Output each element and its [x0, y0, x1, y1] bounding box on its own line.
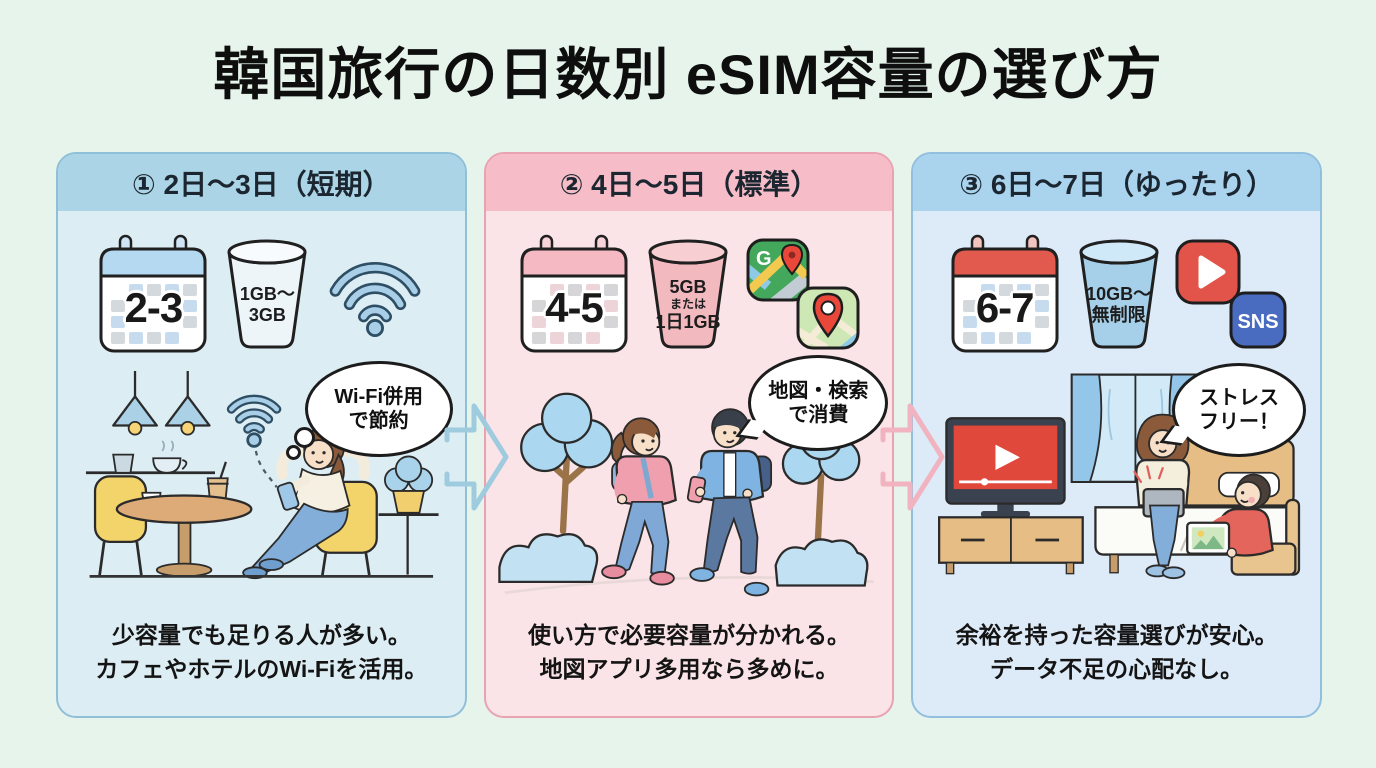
- flow-arrow-2: [880, 403, 945, 511]
- panel-short-header: ① 2日〜3日（短期）: [58, 154, 465, 211]
- speech-bubble-maps: 地図・検索 で消費: [748, 355, 889, 451]
- panel-short-icon-row: 2-3 1GB〜 3GB: [58, 211, 465, 371]
- tv-video-icon: [945, 417, 1067, 518]
- speech-bubble-stressfree: ストレス フリー！: [1172, 363, 1307, 457]
- sns-app-icon: SNS: [1229, 291, 1287, 349]
- hotel-scene: ストレス フリー！: [913, 363, 1320, 600]
- panel-short-description: 少容量でも足りる人が多い。 カフェやホテルのWi-Fiを活用。: [95, 621, 428, 683]
- walking-scene: 地図・検索 で消費: [486, 355, 893, 600]
- video-sns-icons: SNS: [1175, 239, 1287, 351]
- panels-row: ① 2日〜3日（短期） 2-3: [56, 152, 1323, 718]
- panel-relaxed-header: ③ 6日〜7日（ゆったり）: [913, 154, 1321, 211]
- calendar-6-7-icon: 6-7: [947, 234, 1063, 356]
- panel-relaxed-trip: ③ 6日〜7日（ゆったり） 6-7: [911, 152, 1323, 718]
- calendar-days-label: 4-5: [545, 284, 604, 331]
- man-with-tablet: [1186, 473, 1301, 576]
- bush-left: [497, 533, 598, 583]
- cafe-chair-left: [93, 475, 148, 576]
- walking-woman: [600, 417, 677, 586]
- panel-short-trip: ① 2日〜3日（短期） 2-3: [56, 152, 467, 718]
- calendar-2-3-icon: 2-3: [95, 234, 211, 356]
- bush-right: [774, 538, 869, 587]
- potted-plant-icon: [378, 455, 439, 575]
- calendar-4-5-icon: 4-5: [516, 234, 632, 356]
- video-app-icon: [1175, 239, 1241, 305]
- panel-relaxed-description: 余裕を持った容量選びが安心。 データ不足の心配なし。: [955, 621, 1278, 683]
- tree-left: [519, 392, 613, 535]
- thought-bubble-wifi: Wi-Fi併用 で節約: [304, 361, 453, 457]
- map-apps-icons: G: [744, 238, 862, 352]
- panel-standard-trip: ② 4日〜5日（標準） 4-5: [483, 152, 895, 718]
- google-maps-icon: G: [746, 238, 810, 302]
- cafe-scene: Wi-Fi併用 で節約: [58, 361, 465, 600]
- svg-text:G: G: [756, 248, 772, 270]
- cafe-table: [115, 461, 253, 578]
- wall-shelf: [85, 440, 215, 475]
- wifi-connection-dashed-line: [254, 450, 278, 488]
- panel-standard-description: 使い方で必要容量が分かれる。 地図アプリ多用なら多めに。: [528, 621, 850, 683]
- calendar-days-label: 2-3: [124, 284, 183, 331]
- data-bucket-5gb-icon: 5GB または 1日1GB: [642, 236, 734, 354]
- data-bucket-1-3gb-icon: 1GB〜 3GB: [221, 236, 313, 354]
- map-pin-app-icon: [796, 286, 860, 350]
- wifi-signal-icon: [226, 394, 282, 434]
- calendar-days-label: 6-7: [975, 284, 1035, 331]
- svg-text:SNS: SNS: [1237, 311, 1278, 333]
- flow-arrow-1: [444, 403, 509, 511]
- panel-standard-icon-row: 4-5 5GB または 1日1GB: [486, 211, 893, 371]
- panel-relaxed-icon-row: 6-7 10GB〜 無制限 SNS: [913, 211, 1320, 371]
- panel-standard-header: ② 4日〜5日（標準）: [485, 154, 893, 211]
- tv-cabinet: [938, 516, 1085, 575]
- data-bucket-10gb-icon: 10GB〜 無制限: [1073, 236, 1165, 354]
- wifi-icon: [323, 249, 427, 342]
- thought-dot: [293, 427, 315, 448]
- thought-dot: [285, 445, 301, 460]
- page-title: 韓国旅行の日数別 eSIM容量の選び方: [213, 43, 1163, 106]
- pendant-lamp-icon: [112, 371, 211, 436]
